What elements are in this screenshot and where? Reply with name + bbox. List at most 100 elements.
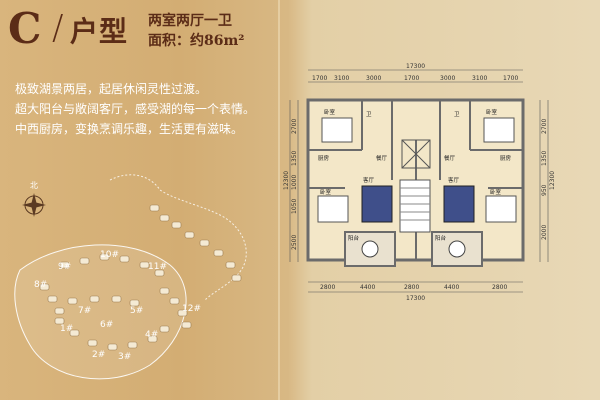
bed-icon: [317, 195, 349, 223]
building-footprint: [177, 309, 188, 317]
stair-steps: [400, 187, 430, 221]
room-label-dining: 餐厅: [376, 154, 388, 162]
dim-bottom-total: 17300: [406, 295, 425, 302]
room-label-bedroom: 卧室: [324, 108, 336, 116]
dim-left: 1350: [291, 151, 298, 166]
room-label-balcony: 阳台: [435, 234, 447, 242]
building-label-4: 4#: [145, 330, 159, 340]
dimension-lines: [289, 69, 549, 293]
building-footprint: [107, 343, 118, 351]
dim-right: 2700: [541, 119, 548, 134]
bed-icon: [483, 117, 515, 143]
dim-top: 1700: [503, 75, 518, 82]
table-icon: [448, 240, 466, 258]
room-label-dining: 餐厅: [444, 154, 456, 162]
building-footprint: [154, 269, 165, 277]
dim-top: 3100: [334, 75, 349, 82]
dim-left: 2500: [291, 235, 298, 250]
building-footprint: [139, 261, 150, 269]
building-label-1: 1#: [60, 324, 74, 334]
dim-top: 1700: [404, 75, 419, 82]
building-footprint: [199, 239, 210, 247]
room-label-kitchen: 厨房: [318, 154, 330, 162]
dim-left: 1000: [291, 175, 298, 190]
dim-bottom: 2800: [492, 284, 507, 291]
dim-top: 3000: [366, 75, 381, 82]
room-label-bathroom: 卫: [366, 111, 372, 118]
room-label-bathroom: 卫: [454, 111, 460, 118]
dim-left: 1050: [291, 199, 298, 214]
building-footprint: [47, 295, 58, 303]
title-slash: /: [52, 8, 64, 48]
building-label-6: 6#: [100, 320, 114, 330]
dim-right: 2000: [541, 225, 548, 240]
building-footprint: [129, 299, 140, 307]
building-label-9: 9#: [58, 262, 72, 272]
building-footprint: [54, 307, 65, 315]
building-footprint: [127, 341, 138, 349]
site-boundary: [14, 244, 187, 380]
building-footprint: [231, 274, 242, 282]
table-icon: [361, 240, 379, 258]
building-label-8: 8#: [34, 280, 48, 290]
building-label-12: 12#: [182, 304, 201, 314]
sofa-icon: [361, 185, 393, 223]
room-label-kitchen: 厨房: [500, 154, 512, 162]
compass-icon: [22, 193, 46, 217]
dim-left: 2700: [291, 119, 298, 134]
area-subtitle: 面积：约86m²: [148, 33, 245, 49]
site-plan: 北: [14, 174, 247, 380]
building-label-11: 11#: [148, 262, 167, 272]
dim-right: 1350: [541, 151, 548, 166]
building-footprint: [171, 221, 182, 229]
building-footprint: [149, 204, 160, 212]
building-footprint: [181, 321, 192, 329]
building-blocks: [39, 204, 242, 351]
bed-icon: [485, 195, 517, 223]
dim-bottom: 2800: [320, 284, 335, 291]
dim-right: 950: [541, 184, 548, 196]
bed-icon: [321, 117, 353, 143]
building-footprint: [89, 295, 100, 303]
building-footprint: [225, 261, 236, 269]
elevator-shaft: [401, 139, 431, 169]
dim-top: 3100: [472, 75, 487, 82]
dim-bottom: 4400: [444, 284, 459, 291]
dim-top: 1700: [312, 75, 327, 82]
building-footprint: [119, 255, 130, 263]
building-footprint: [213, 249, 224, 257]
layout-subtitle: 两室两厅一卫: [148, 13, 232, 29]
building-footprint: [67, 297, 78, 305]
building-footprint: [39, 283, 50, 291]
building-label-7: 7#: [78, 306, 92, 316]
building-label-10: 10#: [100, 250, 119, 260]
building-footprint: [59, 261, 70, 269]
dim-left-total: 12300: [283, 171, 290, 190]
room-label-bedroom: 卧室: [486, 108, 498, 116]
room-label-balcony: 阳台: [348, 234, 360, 242]
dim-right-total: 12300: [549, 171, 556, 190]
building-footprint: [111, 295, 122, 303]
building-footprint: [54, 317, 65, 325]
dim-bottom: 4400: [360, 284, 375, 291]
building-footprint: [159, 287, 170, 295]
building-footprint: [169, 297, 180, 305]
room-label-living: 客厅: [363, 176, 375, 184]
room-label-bedroom: 卧室: [320, 188, 332, 196]
building-footprint: [159, 325, 170, 333]
description-line-1: 极致湖景两居，起居休闲灵性过渡。: [15, 82, 208, 96]
description-line-3: 中西厨房，变换烹调乐趣，生活更有滋味。: [15, 122, 244, 136]
building-label-5: 5#: [130, 306, 144, 316]
unit-type-title: 户型: [70, 15, 129, 48]
staircase: [399, 179, 431, 233]
room-label-bedroom: 卧室: [490, 188, 502, 196]
dim-top-total: 17300: [406, 63, 425, 70]
unit-letter: C: [8, 4, 42, 53]
dim-top: 3000: [440, 75, 455, 82]
building-label-3: 3#: [118, 352, 132, 362]
building-label-2: 2#: [92, 350, 106, 360]
sofa-icon: [443, 185, 475, 223]
room-label-living: 客厅: [448, 176, 460, 184]
